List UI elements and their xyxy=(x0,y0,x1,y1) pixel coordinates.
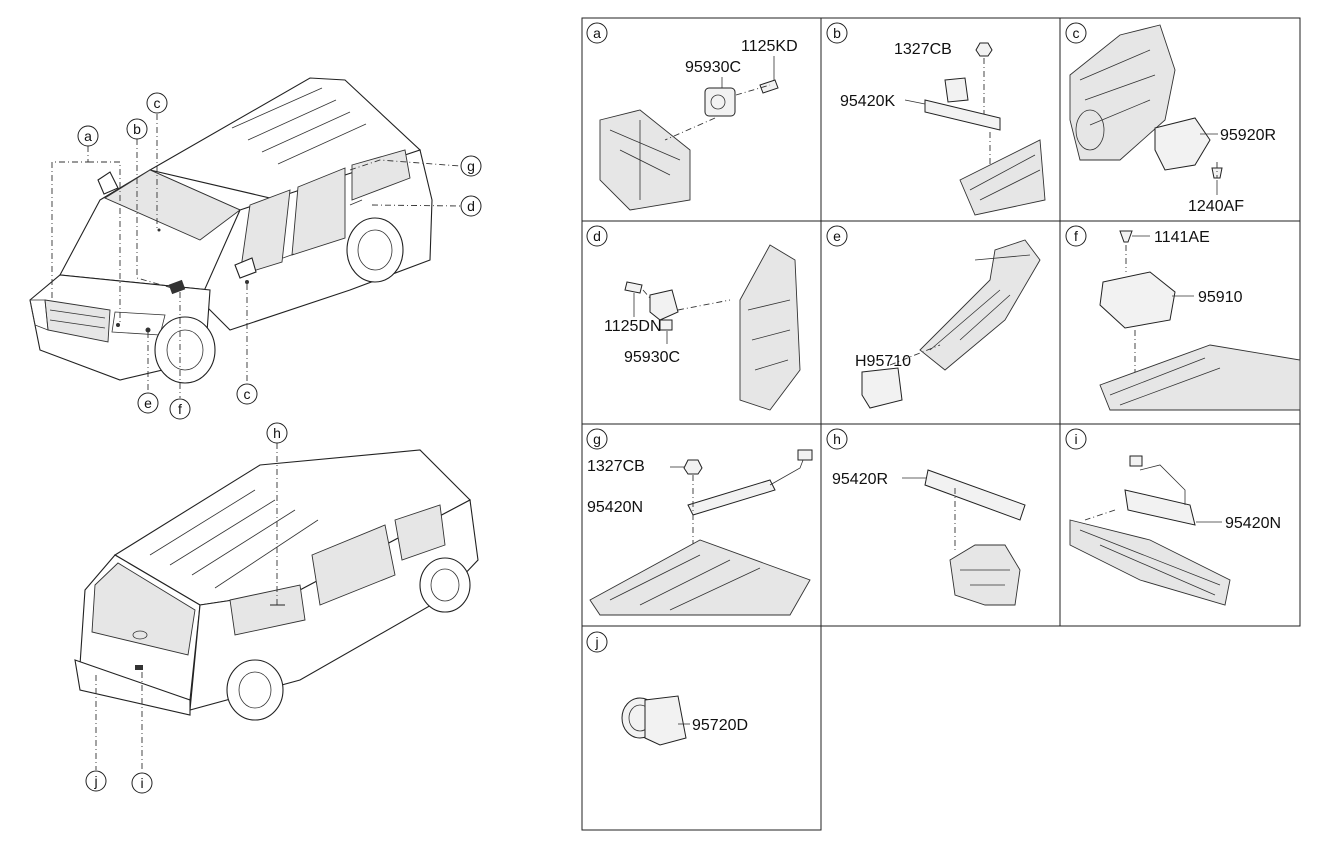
callout-b-circle xyxy=(126,118,148,140)
callout-c-bottom: c xyxy=(244,386,251,402)
panel-a-letter: a xyxy=(593,25,601,41)
front-vehicle-illustration xyxy=(29,77,433,384)
callout-f: f xyxy=(178,401,182,417)
panel-d-part-0: 1125DN xyxy=(604,318,662,335)
callout-g: g xyxy=(467,158,475,174)
panel-d-letter: d xyxy=(593,228,601,244)
panel-b-part-0: 1327CB xyxy=(894,41,952,58)
panel-g-part-0: 1327CB xyxy=(587,458,645,475)
callout-b: b xyxy=(133,121,141,137)
panel-c: c 95920R 1240AF xyxy=(1065,22,1276,215)
panel-a: a 95930C 1125KD xyxy=(586,22,798,211)
callout-c-circle xyxy=(146,92,168,114)
panel-grid xyxy=(581,17,1301,831)
panel-g-part-1: 95420N xyxy=(587,499,643,516)
front-callout-circles: a b c g d c e f xyxy=(77,92,482,420)
panel-g-letter: g xyxy=(593,431,601,447)
panel-j-letter: j xyxy=(594,634,598,650)
panel-i-letter: i xyxy=(1074,431,1077,447)
front-callout-leaders xyxy=(51,114,461,398)
panel-f-letter: f xyxy=(1074,228,1078,244)
rear-vehicle-illustration xyxy=(74,449,479,721)
callout-c-top: c xyxy=(154,95,161,111)
panel-c-letter: c xyxy=(1073,25,1080,41)
panel-f-part-1: 95910 xyxy=(1198,289,1243,306)
panel-c-part-1: 1240AF xyxy=(1188,198,1244,215)
panel-b-part-1: 95420K xyxy=(840,93,895,110)
callout-e: e xyxy=(144,395,152,411)
panel-e-part-0: H95710 xyxy=(855,353,911,370)
callout-h: h xyxy=(273,425,281,441)
callout-d: d xyxy=(467,198,475,214)
panel-e-letter: e xyxy=(833,228,841,244)
panel-d-part-1: 95930C xyxy=(624,349,680,366)
panel-i: i 95420N xyxy=(1065,428,1281,606)
panel-j-part-0: 95720D xyxy=(692,717,748,734)
panel-d: d 1125DN 95930C xyxy=(586,225,801,411)
panel-a-part-0: 1125KD xyxy=(741,38,798,55)
callout-e-circle xyxy=(137,392,159,414)
callout-j: j xyxy=(93,773,97,789)
panel-i-part-0: 95420N xyxy=(1225,515,1281,532)
panel-h-letter: h xyxy=(833,431,841,447)
panel-c-part-0: 95920R xyxy=(1220,127,1276,144)
panel-j: j 95720D xyxy=(586,631,748,746)
panel-f-part-0: 1141AE xyxy=(1154,229,1210,246)
callout-a-circle xyxy=(77,125,99,147)
callout-a: a xyxy=(84,128,92,144)
panel-b: b 1327CB 95420K xyxy=(826,22,1046,216)
panel-b-letter: b xyxy=(833,25,841,41)
panel-e: e H95710 xyxy=(826,225,1041,409)
panel-h: h 95420R xyxy=(826,428,1026,606)
panel-a-part-1: 95930C xyxy=(685,59,741,76)
callout-c-bottom-circle xyxy=(236,383,258,405)
rear-callout-leaders xyxy=(95,443,278,772)
callout-d-circle xyxy=(460,195,482,217)
panel-f: f 1141AE 95910 xyxy=(1065,225,1301,411)
callout-f-circle xyxy=(169,398,191,420)
rear-callout-circles: h j i xyxy=(85,422,288,794)
panel-h-part-0: 95420R xyxy=(832,471,888,488)
panel-g: g 1327CB 95420N xyxy=(586,428,813,616)
callout-g-circle xyxy=(460,155,482,177)
callout-i: i xyxy=(140,775,143,791)
